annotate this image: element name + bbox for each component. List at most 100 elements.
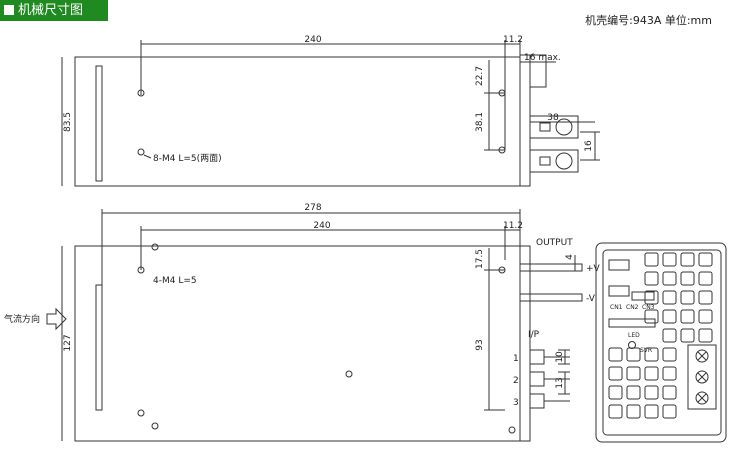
front-dim-278: 278	[304, 203, 321, 213]
front-screw-hole-3	[137, 409, 145, 417]
panel-terminal-screw-3	[695, 391, 709, 405]
panel-svr-label: SVR	[640, 347, 652, 354]
front-view-outline	[74, 245, 521, 442]
vent-slot	[644, 366, 659, 381]
vent-slot	[662, 366, 677, 381]
vent-slot	[698, 271, 713, 286]
vent-slot	[626, 347, 641, 362]
top-screw-label: 8-M4 L=5(两面)	[153, 153, 222, 164]
minus-v-label: -V	[586, 294, 596, 304]
vent-slot	[662, 290, 677, 305]
vent-slot	[644, 309, 659, 324]
top-screw-lower	[539, 156, 551, 166]
front-screw-hole-6	[345, 370, 353, 378]
top-dim-83-5: 83.5	[63, 112, 73, 132]
end-panel	[595, 242, 727, 443]
input-pin-2	[529, 371, 545, 387]
top-dim-38-1: 38.1	[475, 112, 485, 132]
front-screw-hole-4	[151, 422, 159, 430]
vent-slot	[680, 290, 695, 305]
panel-inner	[602, 249, 722, 436]
vent-slot	[644, 252, 659, 267]
top-screw-hole-2	[137, 148, 145, 156]
panel-terminal-screw-2	[695, 370, 709, 384]
vent-slot	[698, 252, 713, 267]
output-bar-plus	[519, 263, 583, 272]
panel-cn2-label: CN2	[626, 304, 639, 311]
section-header: 机械尺寸图	[0, 0, 108, 21]
airflow-label: 气流方向	[4, 313, 40, 325]
top-dim-38: 38	[547, 113, 559, 123]
front-view-slot	[95, 284, 103, 411]
top-view-outline	[74, 56, 521, 187]
vent-slot	[644, 347, 659, 362]
vent-slot	[680, 252, 695, 267]
front-dim-4: 4	[565, 254, 575, 260]
top-dim-22-7: 22.7	[475, 66, 485, 86]
top-terminal-cap	[529, 54, 547, 88]
vent-slot	[662, 404, 677, 419]
panel-outline	[595, 242, 727, 443]
vent-slot	[626, 404, 641, 419]
front-dim-93: 93	[475, 339, 485, 350]
vent-slot	[698, 309, 713, 324]
output-label: OUTPUT	[536, 238, 573, 248]
vent-slot	[662, 252, 677, 267]
panel-cn1-label: CN1	[610, 304, 623, 311]
vent-slot	[680, 328, 695, 343]
vent-slot	[662, 385, 677, 400]
plus-v-label: +V	[586, 264, 601, 274]
front-dim-127: 127	[63, 334, 73, 351]
front-screw-hole-7	[508, 426, 516, 434]
panel-led-label: LED	[628, 332, 640, 339]
vent-slot	[644, 385, 659, 400]
pin-2-label: 2	[513, 376, 519, 386]
panel-plus-terminal	[608, 259, 630, 271]
top-screw-hole-1	[137, 89, 145, 97]
panel-terminal-screw-1	[695, 349, 709, 363]
vent-slot	[626, 366, 641, 381]
airflow-arrow-icon	[46, 307, 67, 331]
top-output-hole-upper	[555, 118, 573, 136]
front-screw-hole-2	[498, 266, 506, 274]
panel-terminal-block	[687, 344, 717, 410]
top-screw-hole-4	[498, 146, 506, 154]
top-view-slot	[95, 65, 103, 182]
vent-slot	[626, 385, 641, 400]
vent-slot	[662, 309, 677, 324]
front-dim-17-5: 17.5	[475, 249, 485, 269]
front-dim-240: 240	[313, 221, 330, 231]
top-dim-11-2: 11.2	[503, 35, 523, 45]
vent-slot	[698, 290, 713, 305]
vent-slot	[608, 404, 623, 419]
pin-1-label: 1	[513, 354, 519, 364]
vent-slot	[698, 328, 713, 343]
panel-minus-terminal	[608, 285, 630, 297]
top-screw-upper	[539, 122, 551, 132]
top-dim-240: 240	[304, 35, 321, 45]
input-pin-1	[529, 349, 545, 365]
vent-slot	[662, 328, 677, 343]
vent-slot	[680, 271, 695, 286]
top-terminal-block	[519, 54, 531, 187]
top-dim-16max: 16 max.	[524, 53, 561, 63]
front-screw-label: 4-M4 L=5	[153, 276, 197, 286]
top-output-tab-lower	[529, 149, 579, 173]
vent-slot	[662, 347, 677, 362]
vent-slot	[608, 347, 623, 362]
section-title: 机械尺寸图	[18, 3, 84, 18]
vent-slot	[608, 366, 623, 381]
front-dim-13: 13	[555, 377, 565, 388]
vent-slot	[662, 271, 677, 286]
square-icon	[4, 5, 14, 15]
top-output-tab-upper	[529, 115, 579, 139]
input-pin-3	[529, 393, 545, 409]
case-info: 机壳编号:943A 单位:mm	[585, 14, 712, 27]
front-screw-hole-5	[151, 243, 159, 251]
vent-slot	[644, 404, 659, 419]
top-output-hole-lower	[555, 152, 573, 170]
front-dim-10: 10	[555, 351, 565, 363]
vent-slot	[680, 309, 695, 324]
pin-3-label: 3	[513, 398, 519, 408]
